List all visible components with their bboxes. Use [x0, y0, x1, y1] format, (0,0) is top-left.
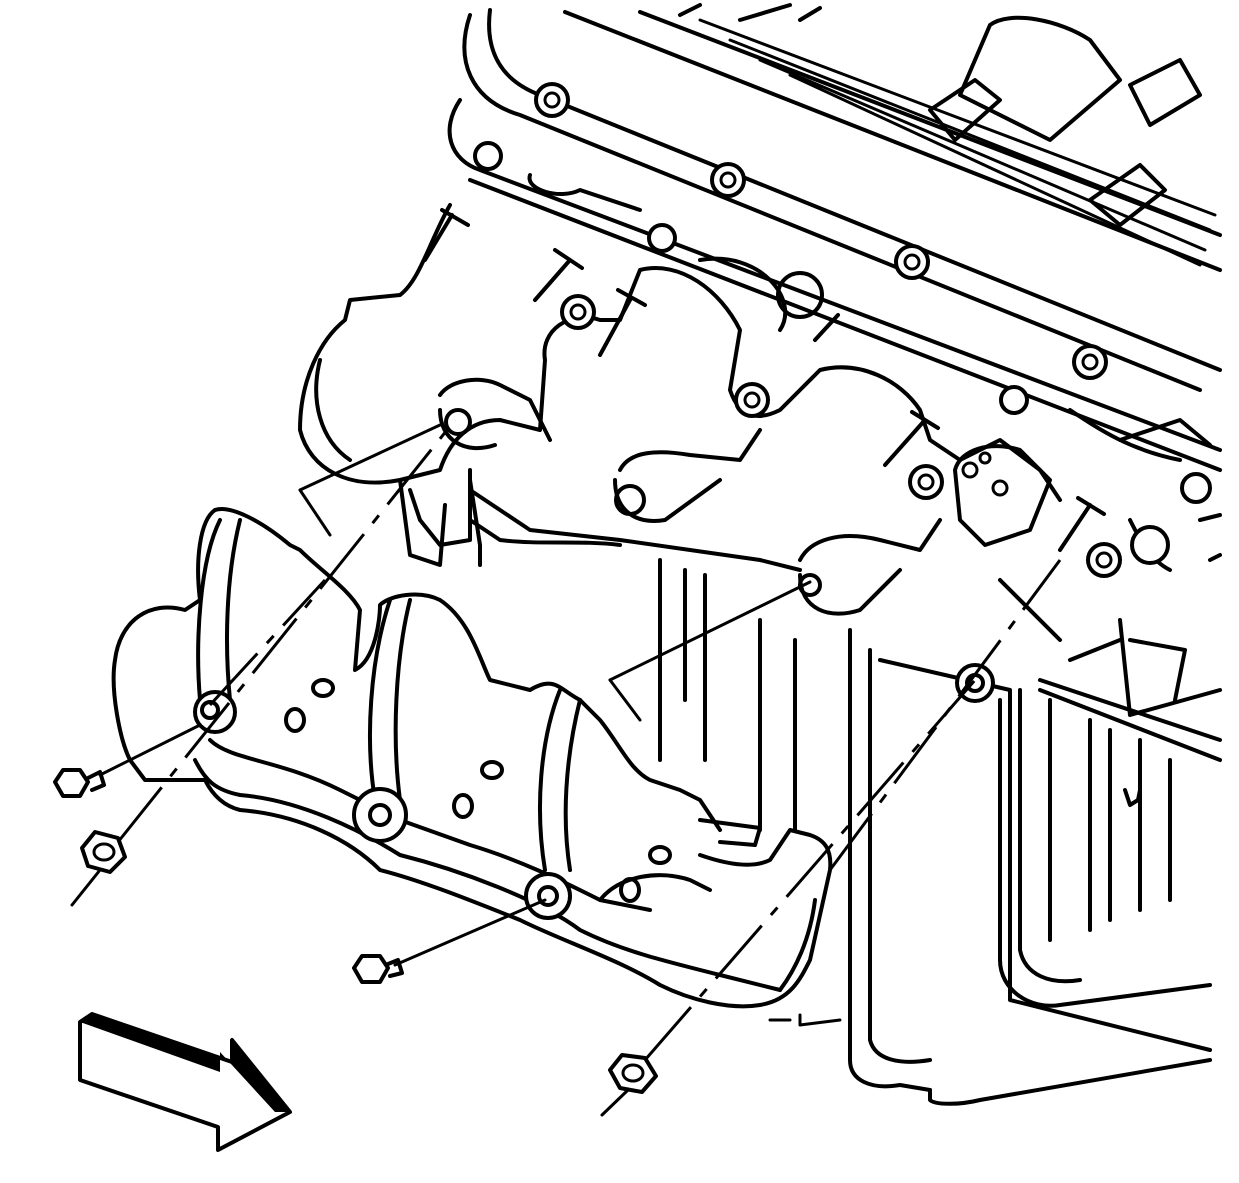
- manifold-stud: [533, 248, 584, 302]
- head-bolt: [647, 223, 677, 253]
- manifold-stud: [423, 208, 470, 262]
- manifold-bolt: [734, 382, 770, 418]
- heat-shield-bolt: [352, 954, 404, 984]
- cylinder-head: [447, 98, 1222, 472]
- valve-cover: [462, 3, 1222, 392]
- view-direction-arrow-icon: [78, 1012, 292, 1152]
- head-bolt: [894, 244, 930, 280]
- head-bolts: [473, 82, 1212, 504]
- heat-shield-nut: [80, 830, 127, 874]
- head-bolt: [473, 141, 503, 171]
- heat-shield-nut: [608, 1053, 658, 1094]
- head-bolt: [999, 385, 1029, 415]
- head-bolt: [1180, 472, 1212, 504]
- manifold-bolt: [560, 294, 596, 330]
- leader-lines: [70, 419, 1062, 1117]
- manifold-stud: [1058, 496, 1106, 552]
- oil-pan: [398, 478, 1222, 1106]
- manifold-stud: [813, 313, 840, 342]
- manifold-stud: [598, 288, 647, 357]
- head-bolt: [1072, 344, 1108, 380]
- manifold-stud: [883, 410, 940, 467]
- manifold-bolt: [1086, 542, 1122, 578]
- head-bolt: [710, 162, 746, 198]
- exhaust-manifold: [298, 203, 1122, 616]
- heat-shield-bolt: [53, 768, 106, 798]
- heat-shield: [111, 507, 995, 1009]
- manifold-bolt: [908, 464, 944, 500]
- head-bolt: [534, 82, 570, 118]
